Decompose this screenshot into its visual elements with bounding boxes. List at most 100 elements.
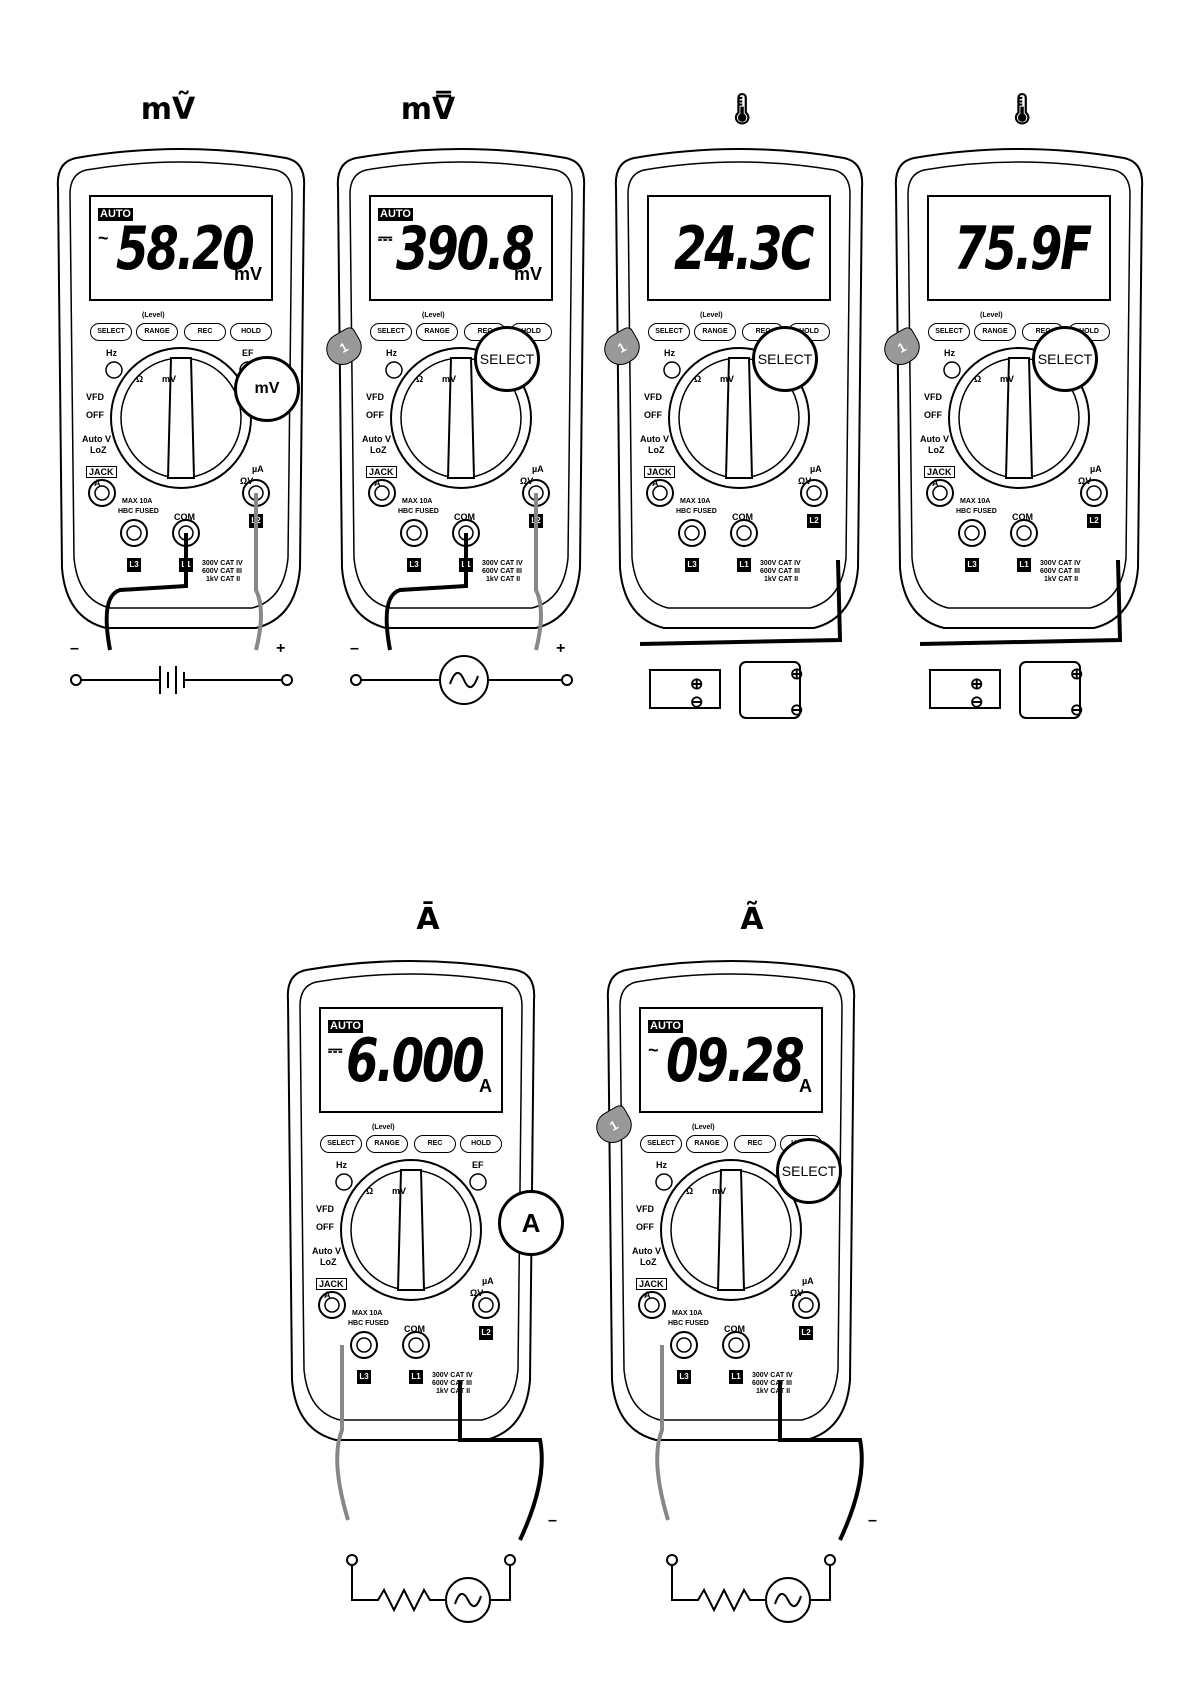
dial-vfd: VFD bbox=[366, 392, 384, 402]
multimeter-5: AUTO ⎓ 6.000 A (Level) SELECT RANGE REC … bbox=[286, 960, 564, 1460]
jack-l2: L2 bbox=[799, 1326, 813, 1340]
dial-ohm-v: ΩV bbox=[1078, 476, 1092, 486]
dial-a: A bbox=[932, 478, 939, 488]
mode-label-ac-a: Ã bbox=[740, 902, 764, 937]
dial-ohm: Ω bbox=[416, 374, 424, 384]
range-button[interactable]: RANGE bbox=[686, 1135, 728, 1153]
com-label: COM bbox=[732, 512, 753, 522]
jack-l2: L2 bbox=[479, 1326, 493, 1340]
dial-loz: LoZ bbox=[90, 445, 107, 455]
lcd-display: AUTO ⎓ 390.8 mV bbox=[374, 200, 548, 295]
dial-mv: mV bbox=[392, 1186, 407, 1196]
rec-button[interactable]: REC bbox=[414, 1135, 456, 1153]
select-button[interactable]: SELECT bbox=[640, 1135, 682, 1153]
level-label: (Level) bbox=[980, 312, 1003, 319]
jack-l3: L3 bbox=[407, 558, 421, 572]
fuse-type: HBC FUSED bbox=[668, 1320, 709, 1327]
dial-ua: µA bbox=[532, 464, 544, 474]
jack-l1: L1 bbox=[737, 558, 751, 572]
select-callout: SELECT bbox=[776, 1138, 842, 1204]
jack-l2: L2 bbox=[807, 514, 821, 528]
fuse-type: HBC FUSED bbox=[956, 508, 997, 515]
select-button[interactable]: SELECT bbox=[648, 323, 690, 341]
jack-l3: L3 bbox=[357, 1370, 371, 1384]
select-button[interactable]: SELECT bbox=[928, 323, 970, 341]
dial-mv: mV bbox=[1000, 374, 1015, 384]
dial-ua: µA bbox=[810, 464, 822, 474]
dial-mv: mV bbox=[162, 374, 177, 384]
select-button[interactable]: SELECT bbox=[320, 1135, 362, 1153]
dial-loz: LoZ bbox=[640, 1257, 657, 1267]
mode-symbol: ⎓ bbox=[328, 1040, 343, 1060]
range-button[interactable]: RANGE bbox=[416, 323, 458, 341]
display-unit: A bbox=[799, 1076, 812, 1096]
dial-mv: mV bbox=[442, 374, 457, 384]
dial-a: A bbox=[652, 478, 659, 488]
dial-vfd: VFD bbox=[316, 1204, 334, 1214]
rec-button[interactable]: REC bbox=[184, 323, 226, 341]
fuse-rating: MAX 10A bbox=[672, 1310, 703, 1317]
dial-ohm: Ω bbox=[136, 374, 144, 384]
jack-l3: L3 bbox=[965, 558, 979, 572]
mode-symbol: ~ bbox=[98, 228, 109, 248]
dial-hz: Hz bbox=[656, 1160, 667, 1170]
com-label: COM bbox=[404, 1324, 425, 1334]
meter-body bbox=[56, 148, 306, 629]
display-reading: 6.000 bbox=[346, 1026, 485, 1096]
current-range-callout: A bbox=[498, 1190, 564, 1256]
dial-ohm-v: ΩV bbox=[470, 1288, 484, 1298]
mode-label-dc-mv: mV̿ bbox=[400, 92, 456, 127]
cat-iv: 300V CAT IV bbox=[482, 560, 523, 567]
range-button[interactable]: RANGE bbox=[366, 1135, 408, 1153]
rec-button[interactable]: REC bbox=[734, 1135, 776, 1153]
com-label: COM bbox=[1012, 512, 1033, 522]
jack-l2: L2 bbox=[1087, 514, 1101, 528]
cat-ii: 1kV CAT II bbox=[764, 576, 799, 583]
fuse-rating: MAX 10A bbox=[402, 498, 433, 505]
auto-indicator: AUTO bbox=[648, 1020, 683, 1033]
select-button[interactable]: SELECT bbox=[90, 323, 132, 341]
hold-button[interactable]: HOLD bbox=[230, 323, 272, 341]
multimeter-4: 75.9F (Level) SELECT RANGE REC HOLD Hz E… bbox=[878, 148, 1144, 648]
probe-plus-2: ⊕ bbox=[790, 666, 804, 683]
fuse-type: HBC FUSED bbox=[676, 508, 717, 515]
probe-minus-4: ⊖ bbox=[1070, 702, 1084, 719]
dial-jack: JACK bbox=[636, 1278, 667, 1290]
fuse-rating: MAX 10A bbox=[960, 498, 991, 505]
cat-iv: 300V CAT IV bbox=[752, 1372, 793, 1379]
cat-iii: 600V CAT III bbox=[760, 568, 800, 575]
fuse-type: HBC FUSED bbox=[398, 508, 439, 515]
dial-jack: JACK bbox=[316, 1278, 347, 1290]
dial-ohm: Ω bbox=[686, 1186, 694, 1196]
mode-label-temp-f: 🌡 bbox=[1002, 92, 1042, 127]
dial-ua: µA bbox=[482, 1276, 494, 1286]
dial-ohm: Ω bbox=[366, 1186, 374, 1196]
range-button[interactable]: RANGE bbox=[974, 323, 1016, 341]
dial-auto-v: Auto V bbox=[362, 434, 391, 444]
minus-label-2: – bbox=[350, 640, 359, 657]
range-button[interactable]: RANGE bbox=[694, 323, 736, 341]
dial-auto-v: Auto V bbox=[82, 434, 111, 444]
auto-indicator: AUTO bbox=[98, 208, 133, 221]
fuse-rating: MAX 10A bbox=[352, 1310, 383, 1317]
plus-label-2: + bbox=[556, 640, 566, 657]
dial-a: A bbox=[374, 478, 381, 488]
display-unit: mV bbox=[233, 264, 262, 284]
lcd-display: AUTO ~ 09.28 A bbox=[644, 1012, 818, 1107]
range-button[interactable]: RANGE bbox=[136, 323, 178, 341]
display-reading: 24.3C bbox=[674, 214, 814, 284]
dial-ohm-v: ΩV bbox=[520, 476, 534, 486]
hold-button[interactable]: HOLD bbox=[460, 1135, 502, 1153]
dial-jack: JACK bbox=[924, 466, 955, 478]
select-button[interactable]: SELECT bbox=[370, 323, 412, 341]
auto-indicator: AUTO bbox=[328, 1020, 363, 1033]
jack-l1: L1 bbox=[1017, 558, 1031, 572]
display-unit: A bbox=[479, 1076, 492, 1096]
multimeter-1: AUTO ~ 58.20 mV (Level) SELECT RANGE REC… bbox=[56, 148, 306, 648]
cat-iv: 300V CAT IV bbox=[432, 1372, 473, 1379]
plus-label-1: + bbox=[276, 640, 286, 657]
dial-jack: JACK bbox=[366, 466, 397, 478]
mode-label-dc-a: Ā bbox=[416, 902, 440, 937]
jack-l1: L1 bbox=[729, 1370, 743, 1384]
multimeter-6: AUTO ~ 09.28 A (Level) SELECT RANGE REC … bbox=[590, 960, 856, 1460]
